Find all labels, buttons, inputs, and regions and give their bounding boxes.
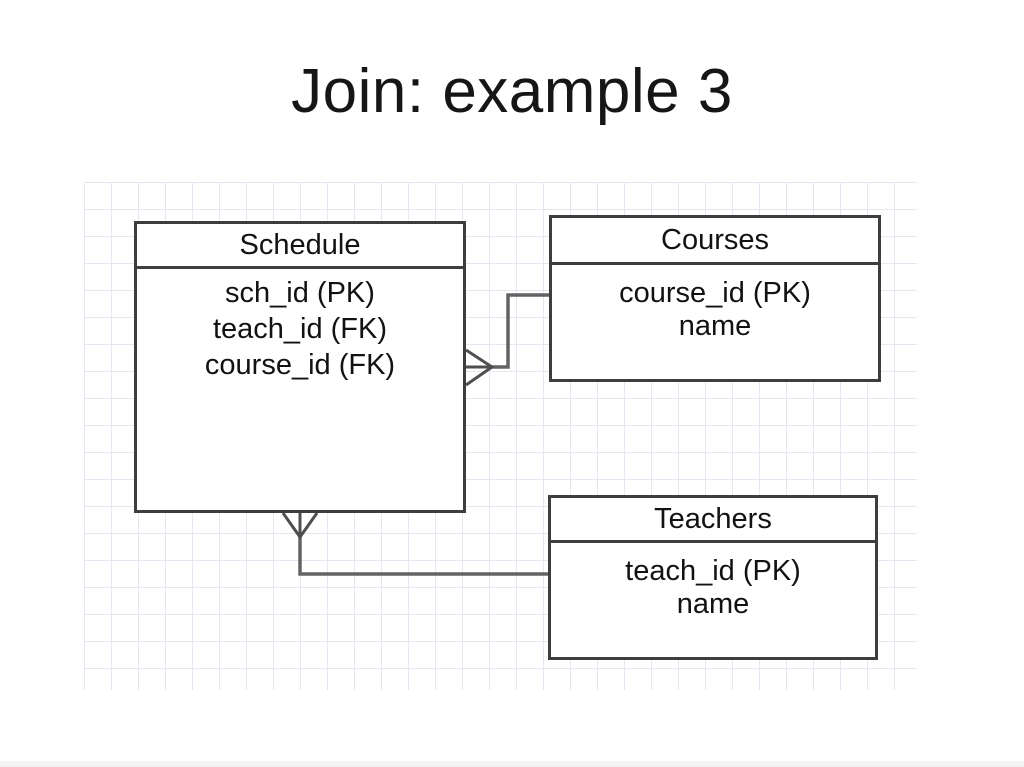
entity-box-teachers: Teachers teach_id (PK) name	[548, 495, 878, 660]
entity-field: name	[676, 588, 750, 620]
entity-field: teach_id (FK)	[212, 313, 388, 345]
entity-title: Teachers	[551, 498, 875, 543]
entity-field-list: teach_id (PK) name	[551, 543, 875, 621]
entity-field: course_id (PK)	[619, 277, 811, 309]
entity-title: Schedule	[137, 224, 463, 269]
entity-field-list: course_id (PK) name	[552, 265, 878, 343]
entity-title: Courses	[552, 218, 878, 265]
entity-field-list: sch_id (PK) teach_id (FK) course_id (FK)	[137, 269, 463, 383]
slide-bottom-edge	[0, 761, 1024, 767]
page-title: Join: example 3	[291, 57, 733, 126]
entity-field: sch_id (PK)	[225, 277, 375, 309]
entity-field: name	[678, 310, 752, 342]
entity-field: teach_id (PK)	[625, 555, 801, 587]
entity-box-schedule: Schedule sch_id (PK) teach_id (FK) cours…	[134, 221, 466, 513]
entity-field: course_id (FK)	[204, 349, 396, 381]
entity-box-courses: Courses course_id (PK) name	[549, 215, 881, 382]
